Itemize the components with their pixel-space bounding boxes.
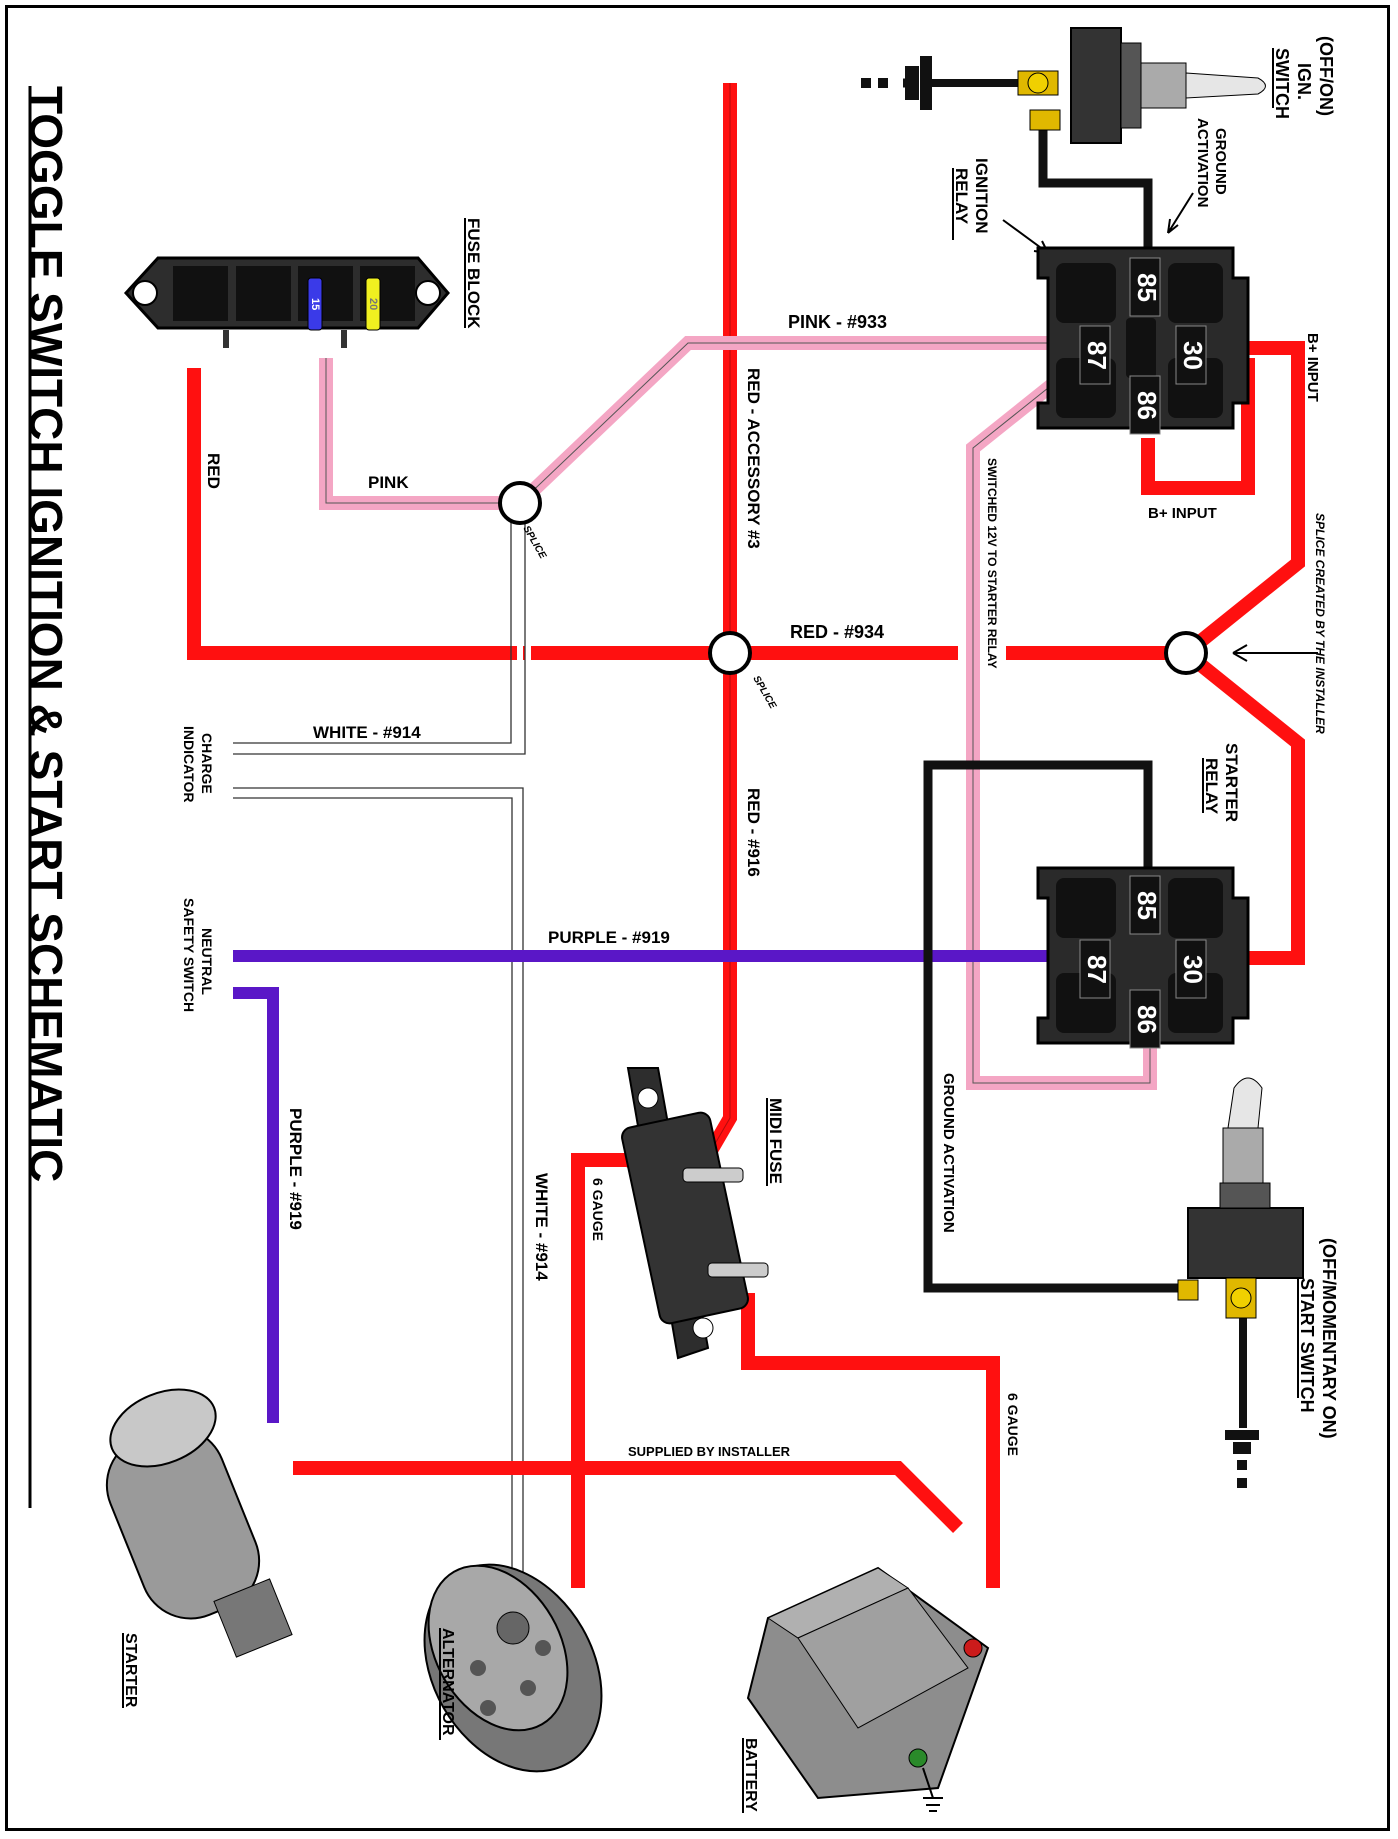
ign-switch-label-1: (OFF/ON): [1316, 36, 1336, 116]
wire-label-purple-919-a: PURPLE - #919: [548, 928, 670, 947]
battery: [746, 1566, 990, 1812]
start-relay-pin-86: 86: [1132, 1005, 1162, 1034]
wire-white-914-edge: [233, 503, 526, 755]
wire-label-splice-2: SPLICE: [750, 674, 778, 711]
wire-white-914: [233, 503, 531, 1578]
wire-label-red-934: RED - #934: [790, 622, 884, 642]
start-toggle-switch: [1177, 1077, 1304, 1319]
wire-label-white-914-b: WHITE - #914: [532, 1173, 551, 1281]
wire-label-ground-activation-long: GROUND ACTIVATION: [940, 1073, 957, 1233]
wire-label-red-acc3: RED - ACCESSORY #3: [744, 368, 763, 549]
battery-label: BATTERY: [742, 1738, 759, 1812]
ign-switch-label-3: SWITCH: [1272, 48, 1292, 119]
wire-label-b-input-1: B+ INPUT: [1304, 333, 1321, 402]
ground-activation-label-1: GROUND: [1212, 128, 1229, 195]
wire-red-934: [187, 368, 958, 660]
splice-installer: [1164, 631, 1208, 675]
wire-red-supplied-installer: [293, 1461, 963, 1533]
neutral-safety-label-2: SAFETY SWITCH: [181, 898, 197, 1012]
starter-motor: [105, 1388, 293, 1658]
ground-symbol-bottom: [1225, 1318, 1259, 1488]
wire-pink-933: [319, 336, 1073, 510]
ign-relay-pin-87: 87: [1082, 341, 1112, 370]
ign-relay-pin-85: 85: [1132, 273, 1162, 302]
starter-relay: [1036, 866, 1250, 1049]
starter-relay-label-2: RELAY: [1202, 758, 1221, 815]
midi-fuse-label: MIDI FUSE: [766, 1098, 785, 1184]
label-underlines: [122, 48, 1299, 1813]
charge-indicator-label-2: INDICATOR: [181, 726, 197, 802]
ignition-toggle-switch: [1017, 27, 1266, 144]
wire-label-switched-12v: SWITCHED 12V TO STARTER RELAY: [985, 458, 999, 668]
starter-label: STARTER: [122, 1633, 139, 1708]
arrow-splice-installer: [1232, 644, 1318, 662]
wire-red-accessory: [691, 83, 737, 1177]
ignition-relay: [1036, 246, 1250, 435]
wire-pink-switched-edge: [972, 367, 1151, 1084]
starter-relay-label-1: STARTER: [1222, 743, 1241, 822]
ign-relay-pin-86: 86: [1132, 391, 1162, 420]
alternator-label: ALTERNATOR: [439, 1628, 456, 1736]
page-title: TOGGLE SWITCH IGNITION & START SCHEMATIC: [20, 86, 72, 1182]
wire-red-splice-y: [1181, 341, 1305, 965]
start-relay-pin-85: 85: [1132, 891, 1162, 920]
wire-label-red: RED: [204, 453, 223, 489]
ground-activation-label-2: ACTIVATION: [1194, 118, 1211, 207]
diagram-frame: 85 87 30 86 85 87 30 86 15 20: [5, 5, 1390, 1831]
alternator: [423, 1563, 603, 1773]
wire-label-6gauge-2: 6 GAUGE: [1005, 1393, 1021, 1456]
wire-black-start-ground: [923, 760, 1188, 1293]
wire-red-6gauge-batt: [741, 1293, 1000, 1588]
ground-symbol-top: [861, 56, 1018, 110]
ignition-relay-label-2: RELAY: [952, 168, 971, 225]
wire-label-white-914-a: WHITE - #914: [313, 723, 421, 742]
ign-switch-label-2: IGN.: [1294, 63, 1314, 100]
wire-white-914-edge2: [233, 787, 524, 1578]
wire-label-red-916: RED - #916: [744, 788, 763, 877]
wire-label-splice-installer: SPLICE CREATED BY THE INSTALLER: [1313, 513, 1327, 734]
start-relay-pin-87: 87: [1082, 955, 1112, 984]
fuse-block: [123, 256, 450, 348]
wire-label-supplied-installer: SUPPLIED BY INSTALLER: [628, 1444, 791, 1459]
splice-red: [708, 631, 752, 675]
wire-label-b-input-2: B+ INPUT: [1148, 505, 1217, 522]
wire-black-ign-ground: [1038, 128, 1153, 253]
neutral-safety-label-1: NEUTRAL: [199, 928, 215, 995]
charge-indicator-label-1: CHARGE: [199, 733, 215, 794]
start-switch-label-2: START SWITCH: [1297, 1278, 1317, 1413]
ignition-relay-label-1: IGNITION: [972, 158, 991, 234]
fuse-block-label: FUSE BLOCK: [464, 218, 483, 329]
wire-label-pink: PINK: [368, 473, 409, 492]
wire-label-pink-933: PINK - #933: [788, 312, 887, 332]
schematic-canvas: 85 87 30 86 85 87 30 86 15 20: [20, 27, 1339, 1813]
wire-pink-933-edge: [325, 342, 1073, 504]
splice-pink: [498, 481, 542, 525]
wire-label-6gauge-1: 6 GAUGE: [590, 1178, 606, 1241]
arrow-ground-activation: [1167, 192, 1194, 234]
wire-label-purple-919-b: PURPLE - #919: [286, 1108, 305, 1230]
fuse-15-label: 15: [309, 298, 321, 310]
ign-relay-pin-30: 30: [1178, 341, 1208, 370]
start-relay-pin-30: 30: [1178, 955, 1208, 984]
start-switch-label-1: (OFF/MOMENTARY ON): [1319, 1238, 1339, 1439]
fuse-20-label: 20: [367, 298, 379, 310]
midi-fuse: [621, 1067, 769, 1360]
wire-purple-919-b: [233, 987, 279, 1423]
